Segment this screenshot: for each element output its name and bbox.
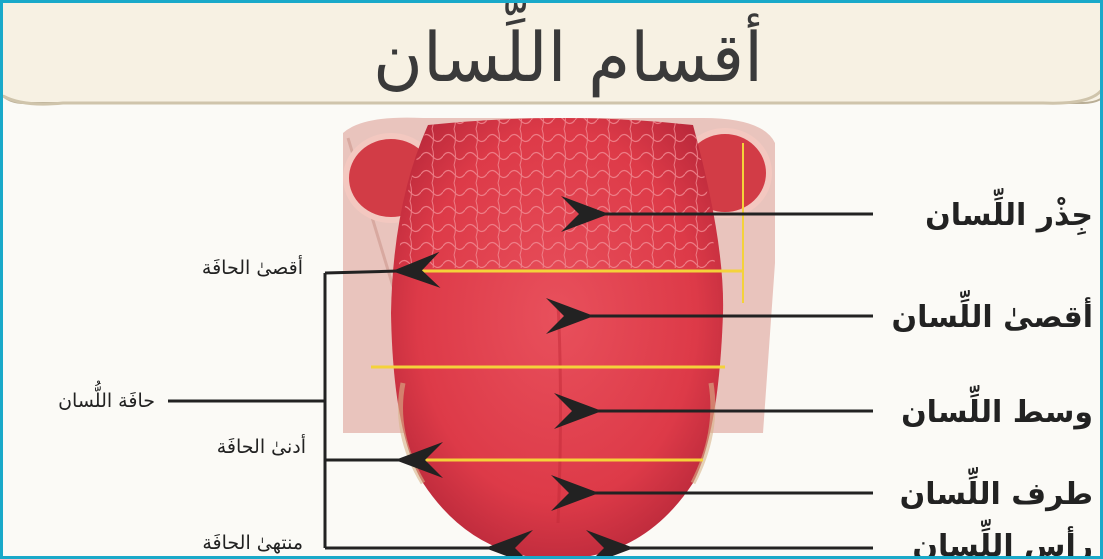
tongue-diagram: أقسام اللِّسان جِذْر اللِّسان أقصىٰ اللِ… [3,3,1100,556]
arrow-far-edge [325,271,398,273]
label-middle: وسط اللِّسان [901,385,1093,430]
label-back: أقصىٰ اللِّسان [892,290,1093,335]
label-root: جِذْر اللِّسان [925,188,1093,236]
label-head: رأس اللِّسان [912,519,1093,556]
label-far-edge: أقصىٰ الحافَة [202,255,303,279]
label-near-edge: أدنىٰ الحافَة [217,434,306,458]
label-edge: حافَة اللُّسان [58,381,155,412]
label-tip: طرف اللِّسان [900,467,1093,512]
label-edge-end: منتهىٰ الحافَة [202,532,303,554]
